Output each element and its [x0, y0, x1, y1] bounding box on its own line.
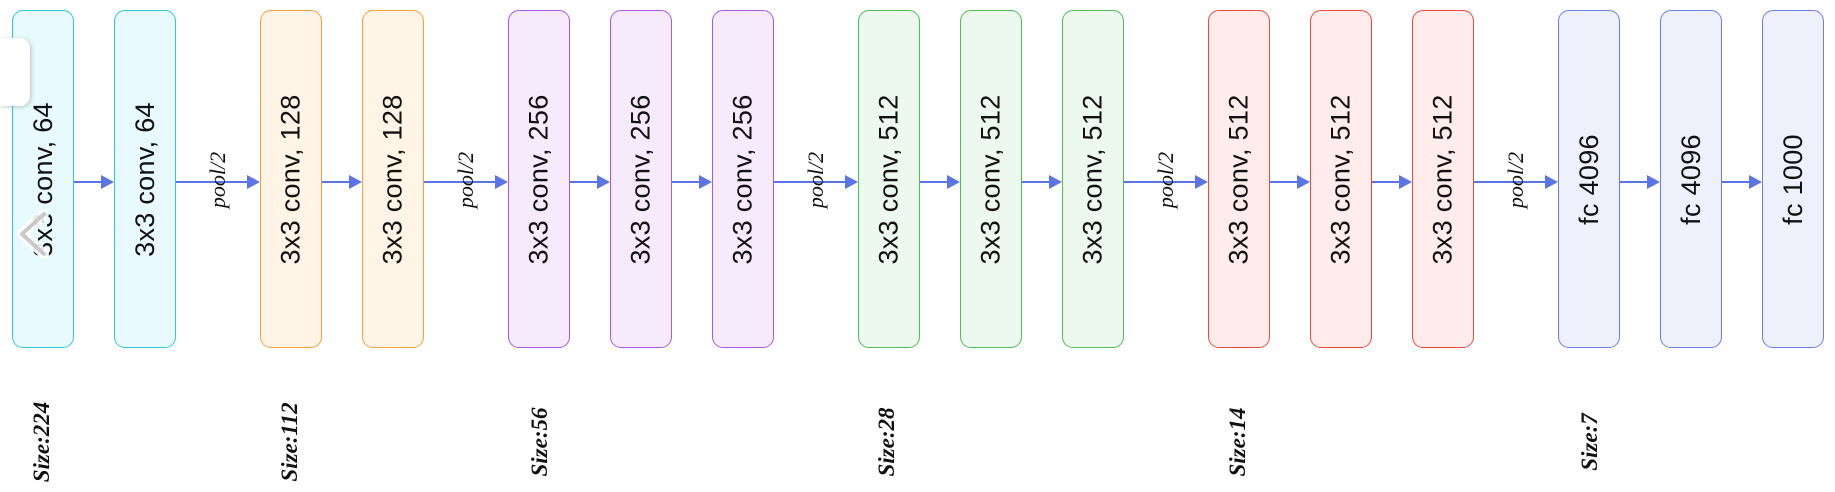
arrow-shaft: [176, 180, 249, 184]
layer-box-conv256-3: 3x3 conv, 256: [712, 10, 774, 348]
layer-box-conv512-4: 3x3 conv, 512: [1208, 10, 1270, 348]
arrow-shaft: [1124, 180, 1197, 184]
pool-label: pool/2: [803, 151, 828, 209]
layer-box-conv256-1: 3x3 conv, 256: [508, 10, 570, 348]
layer-label: fc 4096: [1675, 133, 1706, 225]
layer-box-conv128-2: 3x3 conv, 128: [362, 10, 424, 348]
arrow-shaft: [1372, 180, 1401, 184]
layer-box-conv128-1: 3x3 conv, 128: [260, 10, 322, 348]
arrow-head: [947, 175, 960, 189]
arrow-head: [247, 175, 260, 189]
arrow-shaft: [1620, 180, 1649, 184]
arrow-shaft: [74, 180, 103, 184]
layer-label: 3x3 conv, 128: [377, 93, 408, 265]
layer-box-conv512-5: 3x3 conv, 512: [1310, 10, 1372, 348]
arrow-head: [699, 175, 712, 189]
layer-box-fc1000: fc 1000: [1762, 10, 1824, 348]
arrow-head: [1749, 175, 1762, 189]
arrow-shaft: [1022, 180, 1051, 184]
arrow-head: [845, 175, 858, 189]
arrow-shaft: [1722, 180, 1751, 184]
layer-label: 3x3 conv, 256: [625, 93, 656, 265]
size-label: Size:7: [1577, 413, 1602, 471]
layer-label: 3x3 conv, 512: [1325, 93, 1356, 265]
arrow-shaft: [1270, 180, 1299, 184]
side-panel-tab-icon[interactable]: [0, 38, 30, 106]
layer-box-conv512-1: 3x3 conv, 512: [858, 10, 920, 348]
layer-label: 3x3 conv, 256: [727, 93, 758, 265]
layer-label: 3x3 conv, 512: [975, 93, 1006, 265]
layer-label: 3x3 conv, 128: [275, 93, 306, 265]
pool-label: pool/2: [205, 151, 230, 209]
pool-label: pool/2: [1503, 151, 1528, 209]
arrow-head: [101, 175, 114, 189]
arrow-shaft: [1474, 180, 1547, 184]
arrow-head: [1545, 175, 1558, 189]
layer-label: fc 1000: [1777, 133, 1808, 225]
size-label: Size:28: [874, 407, 899, 477]
arrow-head: [1647, 175, 1660, 189]
layer-label: 3x3 conv, 512: [1223, 93, 1254, 265]
arrow-shaft: [920, 180, 949, 184]
chevron-left-icon[interactable]: [14, 210, 54, 258]
size-label: Size:14: [1225, 407, 1250, 477]
layer-box-conv256-2: 3x3 conv, 256: [610, 10, 672, 348]
layer-label: 3x3 conv, 512: [873, 93, 904, 265]
arrow-head: [1297, 175, 1310, 189]
size-label: Size:56: [527, 407, 552, 477]
layer-label: 3x3 conv, 512: [1427, 93, 1458, 265]
arrow-shaft: [322, 180, 351, 184]
layer-box-fc4096-2: fc 4096: [1660, 10, 1722, 348]
layer-box-conv64-2: 3x3 conv, 64: [114, 10, 176, 348]
layer-label: 3x3 conv, 512: [1077, 93, 1108, 265]
arrow-head: [495, 175, 508, 189]
layer-label: 3x3 conv, 64: [129, 101, 160, 257]
size-label: Size:224: [29, 401, 54, 483]
arrow-head: [597, 175, 610, 189]
arrow-head: [1195, 175, 1208, 189]
layer-label: fc 4096: [1573, 133, 1604, 225]
arrow-head: [1049, 175, 1062, 189]
size-label: Size:112: [277, 402, 302, 482]
pool-label: pool/2: [453, 151, 478, 209]
layer-box-conv512-3: 3x3 conv, 512: [1062, 10, 1124, 348]
arrow-shaft: [672, 180, 701, 184]
layer-box-conv512-2: 3x3 conv, 512: [960, 10, 1022, 348]
arrow-shaft: [774, 180, 847, 184]
pool-label: pool/2: [1153, 151, 1178, 209]
layer-box-fc4096-1: fc 4096: [1558, 10, 1620, 348]
layer-box-conv512-6: 3x3 conv, 512: [1412, 10, 1474, 348]
arrow-shaft: [570, 180, 599, 184]
arrow-shaft: [424, 180, 497, 184]
layer-label: 3x3 conv, 256: [523, 93, 554, 265]
arrow-head: [1399, 175, 1412, 189]
arrow-head: [349, 175, 362, 189]
